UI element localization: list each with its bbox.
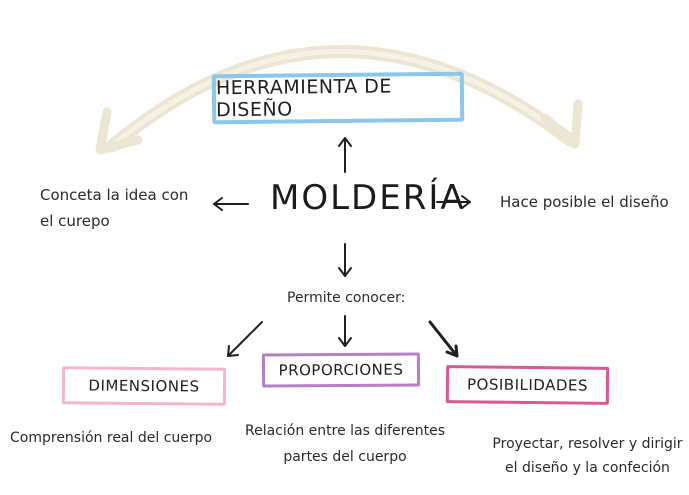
arrow-right [436,195,471,209]
arrow-left [213,197,249,211]
connector-text: Permite conocer: [287,290,406,306]
arrow-up [338,137,352,173]
arrow-to-dimensiones [227,321,263,357]
proporciones-description: Relación entre las diferentes partes del… [245,423,446,465]
title-label: HERRAMIENTA DE DISEÑO [215,75,392,122]
arc-arrowhead-right [540,99,583,149]
proporciones-box: PROPORCIONES [261,352,421,388]
main-concept: MOLDERÍA [270,178,466,218]
arrow-to-proporciones [338,315,352,347]
arrow-down [338,243,352,277]
arc-arrowhead-left [95,107,143,155]
posibilidades-box: POSIBILIDADES [445,365,610,405]
dimensiones-box: DIMENSIONES [61,366,227,406]
proporciones-label: PROPORCIONES [278,360,404,380]
title-box: HERRAMIENTA DE DISEÑO [211,71,465,125]
arrow-to-posibilidades [428,320,459,358]
dimensiones-label: DIMENSIONES [88,376,200,396]
posibilidades-label: POSIBILIDADES [466,375,589,395]
left-description: Conceta la idea con el curepo [40,186,189,230]
right-description: Hace posible el diseño [500,193,669,211]
dimensiones-description: Comprensión real del cuerpo [10,430,213,446]
posibilidades-description: Proyectar, resolver y dirigir el diseño … [492,436,683,476]
